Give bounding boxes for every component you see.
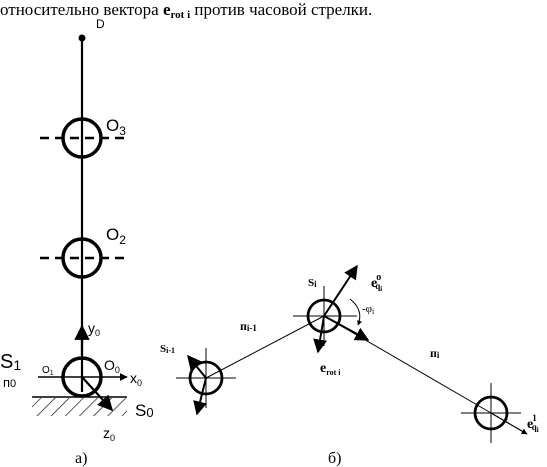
label-z0: z0 bbox=[103, 425, 115, 443]
link-i-minus-1 bbox=[205, 315, 325, 379]
joint-o2 bbox=[40, 237, 124, 279]
label-erot: erot i bbox=[320, 361, 341, 377]
figure-label-b: б) bbox=[328, 450, 341, 467]
header-caption: относительно вектора erot i против часов… bbox=[0, 0, 372, 21]
label-s0: S0 bbox=[135, 401, 154, 420]
label-o1: O1 bbox=[42, 365, 54, 377]
vector-eq-o bbox=[323, 264, 358, 317]
label-p0: п0 bbox=[3, 375, 16, 390]
vector-link-dir bbox=[323, 315, 370, 341]
label-x0: x0 bbox=[130, 370, 142, 388]
label-y0: y0 bbox=[88, 320, 100, 338]
point-D bbox=[78, 34, 86, 42]
joint-si bbox=[293, 264, 370, 354]
label-angle: -φi bbox=[362, 303, 375, 316]
figure-label-a: а) bbox=[75, 450, 87, 467]
label-link-i-minus-1: пi-1 bbox=[240, 319, 257, 333]
diagram-a: D O3 O2 y0 O1 O0 x0 S1 п0 S0 z0 а) bbox=[0, 17, 154, 467]
vector-eq-1 bbox=[490, 412, 528, 435]
label-D: D bbox=[96, 17, 105, 31]
joint-o3 bbox=[40, 117, 124, 159]
label-si: Si bbox=[308, 277, 317, 289]
joint-end bbox=[461, 383, 528, 443]
angle-arc bbox=[349, 298, 362, 326]
label-s1: S1 bbox=[0, 351, 21, 373]
label-o2: O2 bbox=[106, 225, 126, 247]
label-si-minus-1: Si-1 bbox=[160, 343, 175, 355]
ground-hatch bbox=[32, 398, 127, 416]
vector-si-minus-1-b bbox=[193, 377, 207, 416]
vector-erot bbox=[313, 315, 327, 354]
vector-si-minus-1-a bbox=[187, 354, 207, 379]
label-o3: O3 bbox=[106, 116, 126, 138]
joint-si-minus-1 bbox=[176, 348, 236, 416]
joint-base bbox=[38, 324, 128, 412]
label-link-i: пi bbox=[430, 346, 440, 360]
label-o0: O0 bbox=[104, 357, 120, 375]
